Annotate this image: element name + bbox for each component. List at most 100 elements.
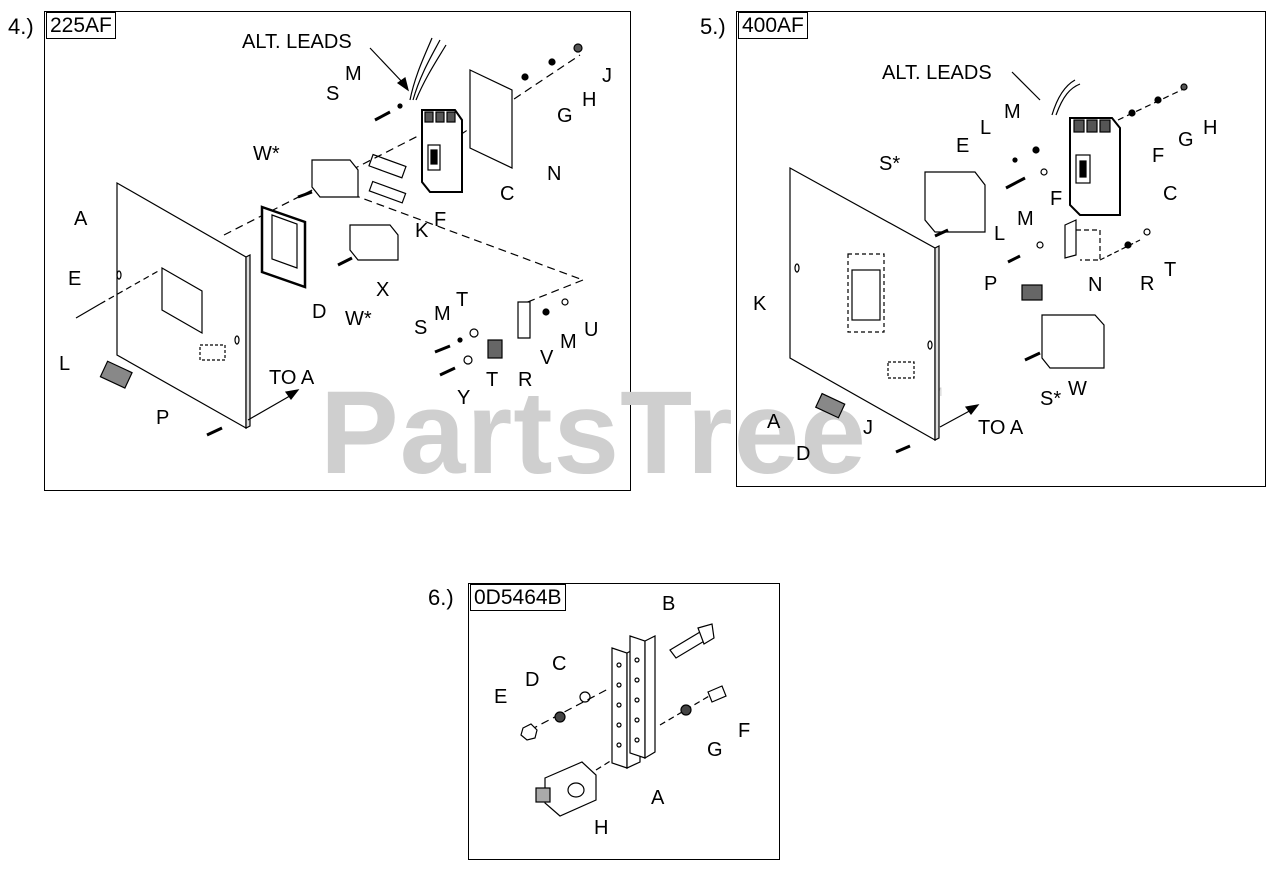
bracket-v (517, 301, 531, 339)
label-to-a: TO A (269, 367, 315, 389)
label-m-2: M (434, 303, 451, 325)
label-f-400: F (1152, 145, 1164, 167)
label-k-400: K (753, 293, 767, 315)
label-h: H (582, 89, 596, 111)
screw-s-lower (434, 344, 451, 354)
label-l-400: L (980, 117, 991, 139)
alt-leads-wire-400 (1051, 79, 1076, 116)
bracket-n-400 (1064, 219, 1077, 259)
label-alt-leads-400: ALT. LEADS (882, 62, 992, 84)
plate-hole (116, 270, 122, 280)
diagram-225af (75, 37, 584, 437)
label-a: A (74, 208, 88, 230)
label-f: F (434, 209, 446, 231)
label-r: R (518, 369, 532, 391)
shield-w-400 (1041, 314, 1105, 369)
nut-e (520, 723, 538, 741)
screw-p (206, 426, 223, 437)
label-n-400: N (1088, 274, 1102, 296)
label-a-6: A (651, 787, 665, 809)
label-c: C (500, 183, 514, 205)
label-h-6: H (594, 817, 608, 839)
panel-code-400af: 400AF (738, 12, 808, 39)
panel-number-5: 5.) (700, 14, 726, 39)
lug-l (99, 360, 133, 389)
label-m: M (345, 63, 362, 85)
screw-e-400 (1005, 176, 1026, 190)
label-p: P (156, 407, 169, 429)
connector-r (487, 339, 503, 359)
label-l-400-2: L (994, 223, 1005, 245)
bolt-f (707, 685, 727, 703)
label-u: U (584, 319, 598, 341)
label-r-400: R (1140, 273, 1154, 295)
screw-j-400 (895, 444, 911, 454)
label-x: X (376, 279, 389, 301)
shield-w (311, 159, 359, 198)
label-d-400: D (796, 443, 810, 465)
screw-e (75, 303, 101, 319)
label-p-400: P (984, 273, 997, 295)
hidden-cutout (199, 344, 226, 361)
screw-s (374, 110, 391, 122)
label-s: S (326, 83, 339, 105)
washer-g (521, 73, 529, 81)
washer-h (548, 58, 556, 66)
screw-y (439, 366, 456, 377)
connector-h (544, 761, 597, 817)
label-t-400: T (1164, 259, 1176, 281)
label-m-3: M (560, 331, 577, 353)
nut-j (573, 43, 583, 53)
label-k: K (415, 220, 429, 242)
label-t-2: T (486, 369, 498, 391)
washer-g6 (680, 704, 692, 716)
label-s-star-400-2: S* (1040, 388, 1061, 410)
cutout-k (847, 253, 885, 333)
panel-code-225af: 225AF (46, 12, 116, 39)
bus-bar-front (611, 647, 628, 769)
lug-d-400 (814, 392, 846, 419)
labels-400af: ALT. LEADS M L H G E F S* C F M L T P R … (753, 62, 1217, 465)
circuit-breaker-400 (1069, 117, 1121, 216)
label-h-400: H (1203, 117, 1217, 139)
washer-d (554, 711, 566, 723)
label-j-400: J (863, 417, 873, 439)
label-f-400-2: F (1050, 188, 1062, 210)
plate-cutout (161, 266, 203, 335)
terminal-k (368, 153, 407, 179)
label-g-400: G (1178, 129, 1194, 151)
label-v: V (540, 347, 554, 369)
panel-number-4: 4.) (8, 14, 34, 39)
label-g-6: G (707, 739, 723, 761)
label-t: T (456, 289, 468, 311)
label-n: N (547, 163, 561, 185)
plate-hole (234, 335, 240, 345)
diagram-400af (789, 71, 1191, 454)
shield-s-400 (924, 171, 986, 233)
label-a-400: A (767, 411, 781, 433)
label-b-6: B (662, 593, 675, 615)
label-j: J (602, 65, 612, 87)
circuit-breaker (421, 109, 463, 193)
bus-bar-rear (629, 635, 646, 759)
label-g: G (557, 105, 573, 127)
mounting-plate (116, 181, 247, 430)
label-w-star-2: W* (345, 308, 372, 330)
panel-code-0d5464b: 0D5464B (470, 584, 566, 611)
mounting-plate-400 (789, 166, 936, 442)
washer-c (579, 691, 591, 703)
label-e-400: E (956, 135, 969, 157)
label-y: Y (457, 387, 470, 409)
label-d-6: D (525, 669, 539, 691)
label-d: D (312, 301, 326, 323)
label-f-6: F (738, 720, 750, 742)
labels-0d5464b: B C D E F G A H (494, 593, 750, 839)
label-e: E (68, 268, 81, 290)
screw-l-400 (1007, 254, 1021, 264)
partstree-watermark: PartsTree (320, 367, 867, 499)
label-s-2: S (414, 317, 427, 339)
shield-x (349, 224, 399, 261)
label-to-a-400: TO A (978, 417, 1024, 439)
panel-number-6: 6.) (428, 585, 454, 610)
